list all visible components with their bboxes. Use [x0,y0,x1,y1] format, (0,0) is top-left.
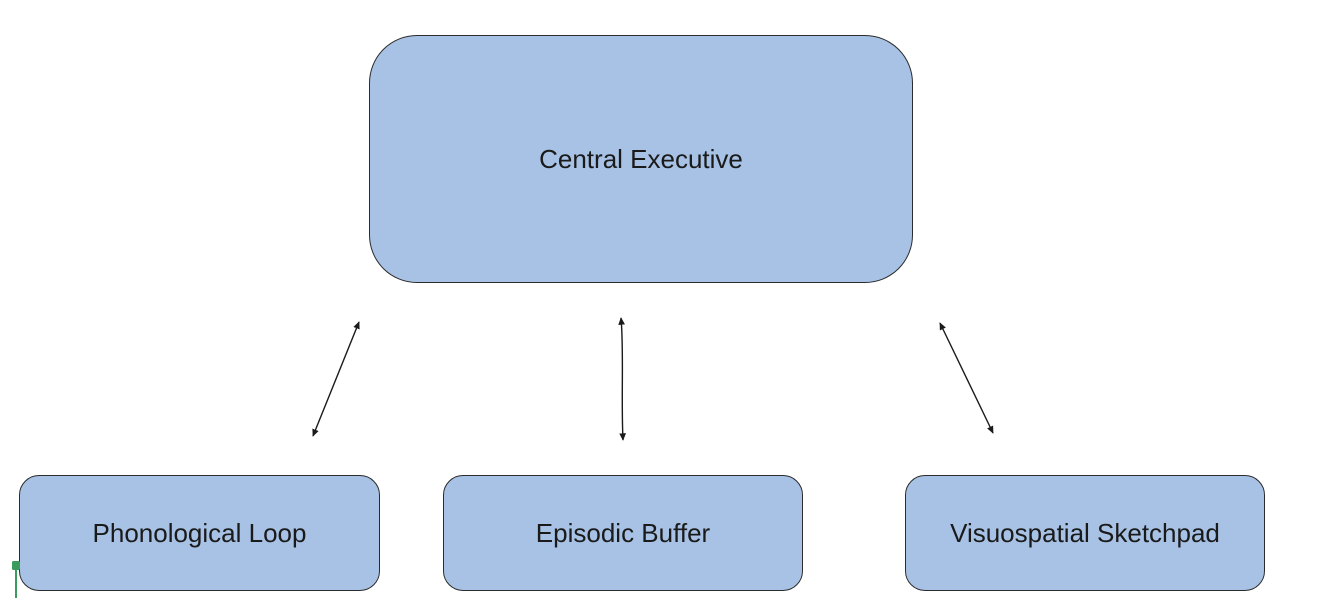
arrow-central-visuospatial [939,322,994,434]
phonological-loop-label: Phonological Loop [92,517,307,548]
visuospatial-sketchpad-box[interactable]: Visuospatial Sketchpad [905,475,1265,591]
central-executive-label: Central Executive [539,143,743,174]
arrow-central-episodic [618,317,627,441]
episodic-buffer-box[interactable]: Episodic Buffer [443,475,803,591]
episodic-buffer-label: Episodic Buffer [535,517,711,548]
phonological-loop-box[interactable]: Phonological Loop [19,475,380,591]
central-executive-box[interactable]: Central Executive [369,35,913,283]
visuospatial-sketchpad-label: Visuospatial Sketchpad [950,517,1220,548]
arrow-central-phonological [312,321,360,437]
text-cursor-icon [12,561,20,598]
